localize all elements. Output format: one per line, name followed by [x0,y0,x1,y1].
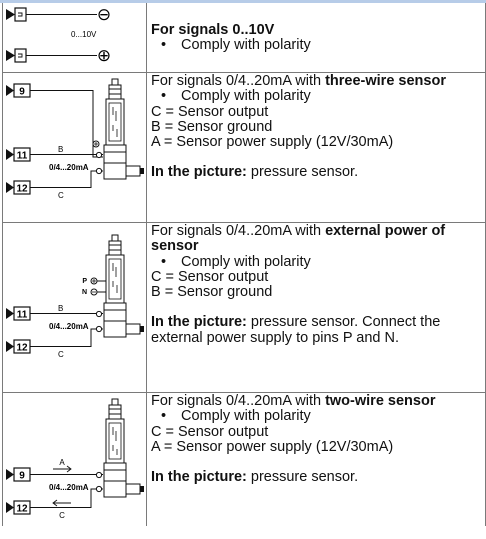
row-external-power-sensor: P N 11 12 B 0/4...20mA C [3,223,485,393]
terminal-11-icon: 11 [6,306,31,321]
picture-text: pressure sensor. [246,469,359,486]
legend-a: A = Sensor power supply (12V/30mA) [151,134,394,151]
current-label: 0/4...20mA [49,163,89,172]
svg-text:11: 11 [17,310,28,321]
terminal-12-icon: 12 [6,180,31,195]
row-two-wire-sensor: 9 12 A 0/4...20mA C For signals 0/4..20m… [3,393,485,526]
bullet-text: Comply with polarity [181,37,311,54]
terminal-icon [6,48,27,63]
range-label: 0...10V [71,30,97,39]
row-three-wire-sensor: 9 11 12 B 0/4...20mA C For sig [3,73,485,223]
wire-c-label: C [58,350,64,359]
picture-label: In the picture: [151,314,247,331]
terminal-screw-icon [95,325,103,333]
label-p: P [82,278,87,285]
terminal-screw-icon [95,310,103,318]
row-description: For signals 0/4..20mA with three-wire se… [151,73,481,181]
terminal-9-icon: 9 [6,467,31,482]
arrow-left-icon [52,499,71,507]
svg-text:9: 9 [19,471,25,482]
bullet-text: Comply with polarity [181,408,311,425]
picture-text: pressure sensor. Connect the external po… [151,314,441,346]
svg-text:12: 12 [16,504,28,515]
current-label: 0/4...20mA [49,322,89,331]
legend-a: A = Sensor power supply (12V/30mA) [151,438,394,455]
legend-c: C = Sensor output [151,268,269,285]
bullet-text: Comply with polarity [181,88,311,105]
row-title: For signals 0..10V [151,22,275,38]
two-wire-diagram: 9 12 A 0/4...20mA C [6,398,144,520]
wire-c-label: C [58,191,64,200]
picture-label: In the picture: [151,164,247,181]
three-wire-diagram: 9 11 12 B 0/4...20mA C [6,78,144,200]
sensor-type: external power of sensor [151,223,446,255]
svg-text:9: 9 [19,87,25,98]
row-description: For signals 0/4..20mA with two-wire sens… [151,393,481,486]
header-band [0,0,486,3]
terminal-11-icon: 11 [6,147,31,162]
column-divider [146,223,147,392]
wiring-table: 0...10V ⊖ ⊕ For signals 0..10V •Comply w… [2,3,486,526]
terminal-screw-icon [95,485,103,493]
terminal-12-icon: 12 [6,500,31,515]
column-divider [146,73,147,222]
terminal-12-icon: 12 [6,339,31,354]
row-voltage-signal: 0...10V ⊖ ⊕ For signals 0..10V •Comply w… [3,3,485,73]
legend-b: B = Sensor ground [151,284,273,301]
wire-b-label: B [58,145,63,154]
label-n: N [82,289,87,296]
wire-a [30,90,103,158]
bullet-text: Comply with polarity [181,253,311,270]
sensor-type: two-wire sensor [325,393,436,409]
wire-c [30,170,103,188]
row-description: For signals 0..10V •Comply with polarity [151,22,311,54]
terminal-9-icon: 9 [6,83,31,98]
row-description: For signals 0/4..20mA with external powe… [151,223,481,346]
wire-b-label: B [58,304,63,313]
terminal-icon [6,7,27,22]
terminal-screw-icon [95,167,103,175]
column-divider [146,3,147,72]
legend-c: C = Sensor output [151,423,269,440]
pressure-sensor-icon [103,234,144,338]
wire-a-label: A [59,458,65,467]
svg-text:11: 11 [17,151,28,162]
terminal-screw-icon [95,471,103,479]
external-power-diagram: P N 11 12 B 0/4...20mA C [6,234,144,359]
terminal-screw-icon [95,151,103,159]
voltage-wiring-diagram: 0...10V ⊖ ⊕ [6,5,111,65]
plus-terminal-icon: ⊕ [97,46,111,65]
arrow-right-icon [53,465,72,473]
pressure-sensor-icon [103,78,144,180]
legend-b: B = Sensor ground [151,118,273,135]
current-label: 0/4...20mA [49,483,89,492]
wire-c-label: C [59,511,65,520]
column-divider [146,393,147,526]
svg-text:12: 12 [16,184,28,195]
sensor-type: three-wire sensor [325,73,446,89]
minus-terminal-icon: ⊖ [97,5,111,24]
svg-text:12: 12 [16,343,28,354]
wire-c [30,328,103,347]
legend-c: C = Sensor output [151,103,269,120]
picture-label: In the picture: [151,469,247,486]
picture-text: pressure sensor. [246,164,359,181]
pressure-sensor-icon [103,398,144,498]
